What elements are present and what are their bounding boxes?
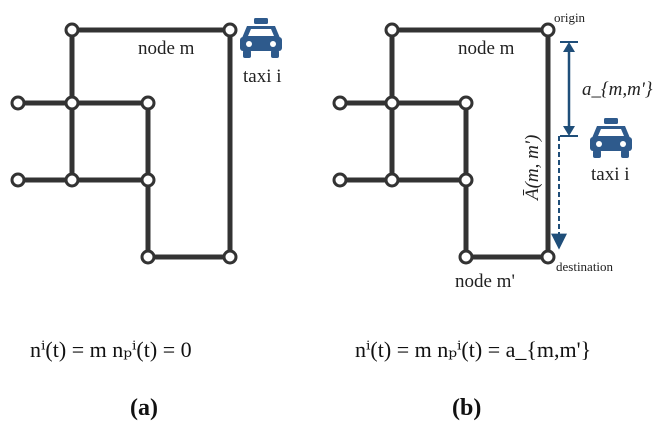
caption-b: (b)	[452, 395, 481, 421]
taxi-icon	[590, 118, 632, 158]
node	[458, 95, 474, 111]
destination-label: destination	[556, 259, 614, 274]
distance-label: a_{m,m'}	[582, 79, 653, 100]
origin-label: origin	[554, 10, 586, 25]
node	[332, 172, 348, 188]
node-m	[222, 22, 238, 38]
node	[458, 172, 474, 188]
node	[10, 172, 26, 188]
node	[140, 95, 156, 111]
node	[384, 22, 400, 38]
node	[222, 249, 238, 265]
node	[332, 95, 348, 111]
node	[140, 249, 156, 265]
node-m-label: node m	[138, 38, 195, 59]
node	[384, 172, 400, 188]
taxi-label: taxi i	[591, 164, 630, 185]
node	[64, 95, 80, 111]
equation-b: nⁱ(t) = m nₚⁱ(t) = a_{m,m'}	[355, 337, 591, 362]
node	[64, 172, 80, 188]
node-m-label: node m	[458, 38, 515, 59]
node	[64, 22, 80, 38]
route-label: Ā(m, m')	[522, 135, 543, 202]
node-m-prime	[540, 249, 556, 265]
node	[10, 95, 26, 111]
node-m-prime-label: node m'	[455, 271, 515, 292]
node	[458, 249, 474, 265]
node	[384, 95, 400, 111]
equation-a: nⁱ(t) = m nₚⁱ(t) = 0	[30, 337, 192, 362]
node-m	[540, 22, 556, 38]
taxi-label: taxi i	[243, 66, 282, 87]
panel-b-graph	[332, 22, 556, 265]
panel-a-graph	[10, 22, 238, 265]
taxi-icon	[240, 18, 282, 58]
distance-bracket	[560, 41, 578, 137]
node	[140, 172, 156, 188]
caption-a: (a)	[130, 395, 158, 421]
